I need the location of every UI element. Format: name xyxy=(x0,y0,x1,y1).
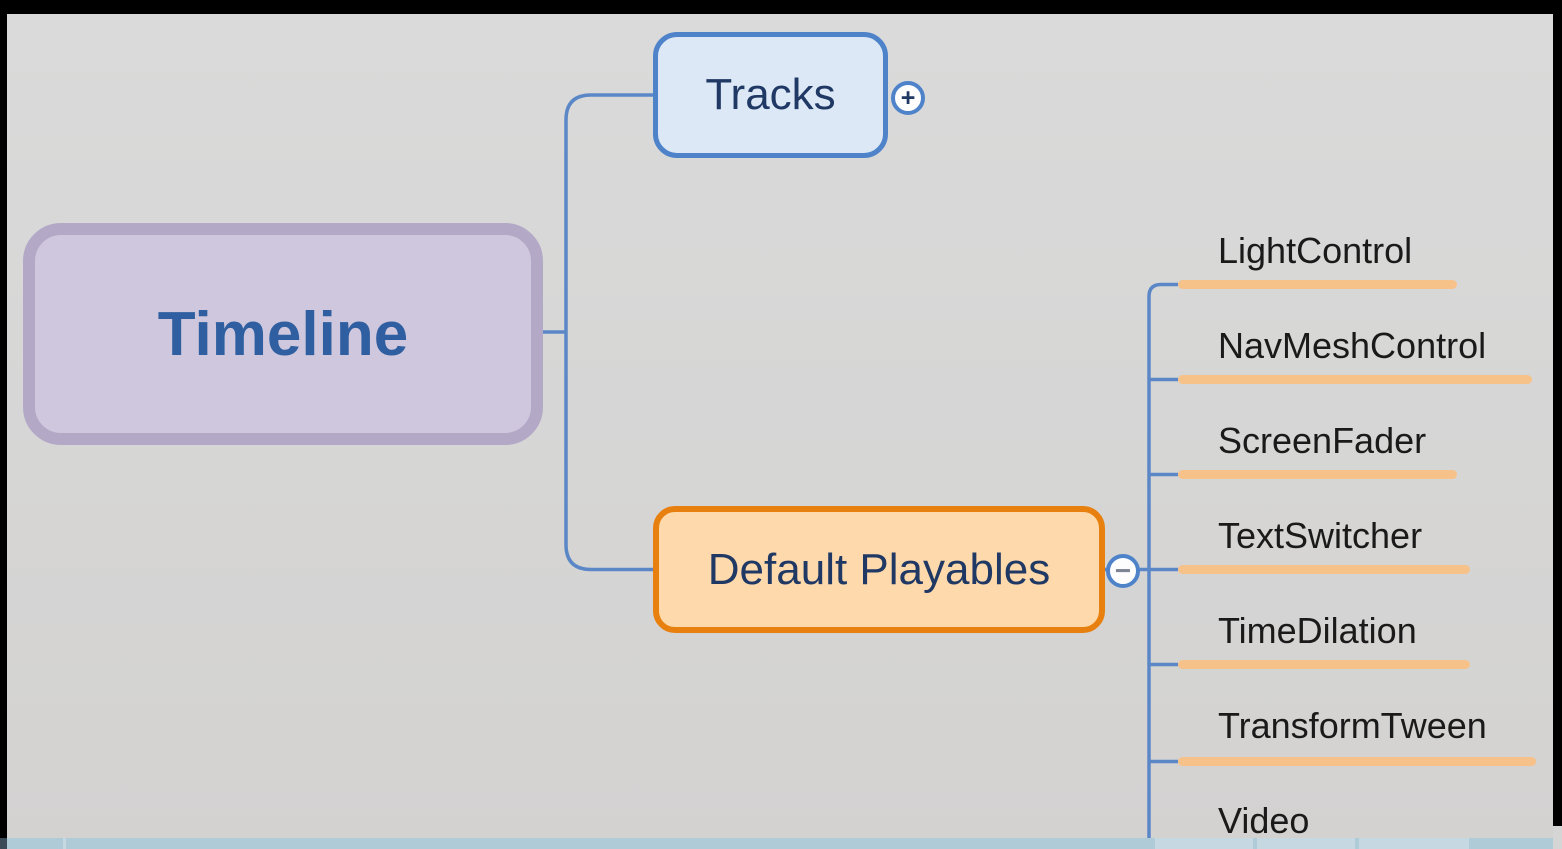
progress-segment-marker xyxy=(63,838,66,849)
progress-segment xyxy=(1155,838,1253,849)
collapse-button[interactable]: − xyxy=(1106,554,1140,588)
right-edge-patch xyxy=(1553,826,1562,849)
child-underline-textswitcher xyxy=(1178,565,1470,574)
child-topic-navmeshcontrol[interactable]: NavMeshControl xyxy=(1218,325,1487,366)
child-topic-video[interactable]: Video xyxy=(1218,800,1310,841)
connector-branch-bracket xyxy=(564,93,655,572)
child-topic-lightcontrol[interactable]: LightControl xyxy=(1218,230,1413,271)
child-underline-lightcontrol xyxy=(1178,280,1457,289)
mindmap-canvas: Timeline Tracks + Default Playables − Li… xyxy=(7,14,1553,849)
connector-children-trunk xyxy=(1147,282,1178,849)
tracks-node-label: Tracks xyxy=(705,70,836,119)
expand-button[interactable]: + xyxy=(891,81,925,115)
default-playables-node-label: Default Playables xyxy=(707,544,1051,594)
progress-segment xyxy=(1359,838,1469,849)
progress-segment xyxy=(1257,838,1355,849)
mindmap-node-timeline[interactable]: Timeline xyxy=(23,223,543,445)
child-topic-timedilation[interactable]: TimeDilation xyxy=(1218,610,1417,651)
child-underline-navmeshcontrol xyxy=(1178,375,1532,384)
child-topic-screenfader[interactable]: ScreenFader xyxy=(1218,420,1427,461)
child-topic-textswitcher[interactable]: TextSwitcher xyxy=(1218,515,1423,556)
child-topic-transformtween[interactable]: TransformTween xyxy=(1218,705,1487,746)
mindmap-node-tracks[interactable]: Tracks xyxy=(653,32,888,158)
mindmap-node-default-playables[interactable]: Default Playables xyxy=(653,506,1105,633)
child-underline-screenfader xyxy=(1178,470,1457,479)
minus-icon: − xyxy=(1114,555,1132,586)
child-underline-transformtween xyxy=(1178,757,1536,766)
timeline-node-label: Timeline xyxy=(157,299,409,369)
plus-icon: + xyxy=(900,83,916,112)
child-underline-timedilation xyxy=(1178,660,1470,669)
player-corner-chip xyxy=(0,838,7,849)
video-progress-bar[interactable] xyxy=(7,838,1553,849)
